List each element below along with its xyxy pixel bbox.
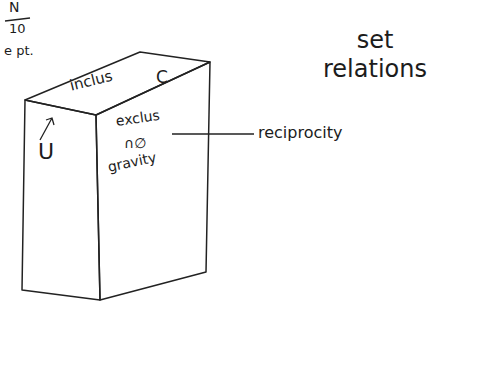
face-text: ∩∅ [124,136,146,151]
face-text: inclus [68,68,114,95]
face-outline [20,98,102,303]
face-text: U [38,140,54,164]
reciprocity-label: reciprocity [258,124,342,142]
face-text: exclus [115,108,161,129]
denominator: 10 [9,22,26,36]
numerator: N [9,0,19,15]
fraction-bar [5,18,30,21]
face-text: gravity [106,150,157,175]
left-face: U [20,98,102,303]
leader-line [172,133,254,134]
front-face: exclus ∩∅gravity [94,60,212,302]
sketch-title: set relations [305,26,445,84]
note: e pt. [4,44,34,58]
up-arrow [40,118,54,140]
face-outline [94,60,212,302]
